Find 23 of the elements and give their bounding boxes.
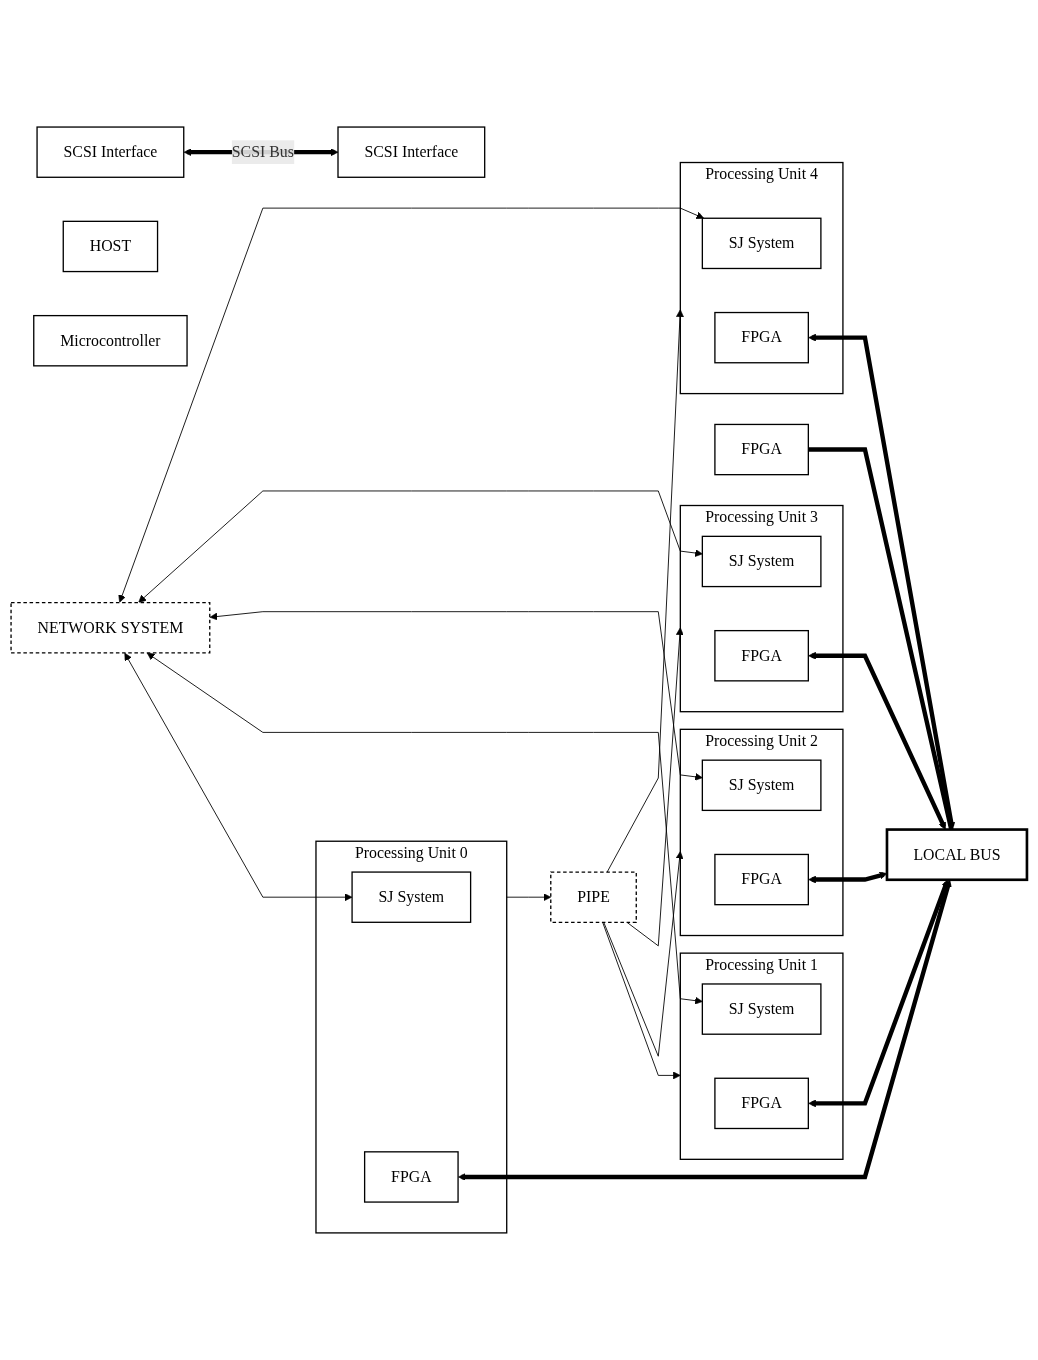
edge-label: SCSI Bus	[231, 142, 294, 161]
node-box: FPGA	[714, 1077, 809, 1130]
node-box: SCSI Interface	[36, 126, 185, 178]
arrow	[808, 651, 946, 830]
node-box: NETWORK SYSTEM	[10, 602, 211, 654]
node-box: PIPE	[550, 871, 637, 923]
node-box: SJ System	[351, 871, 472, 923]
node-box: SJ System	[701, 983, 822, 1035]
node-box: SJ System	[701, 759, 822, 812]
node-box: SCSI Interface	[337, 126, 486, 178]
node-box: LOCAL BUS	[885, 828, 1029, 882]
node-box: FPGA	[363, 1151, 459, 1203]
node-box: SJ System	[701, 217, 822, 270]
node-box: FPGA	[714, 853, 809, 906]
node-box: SJ System	[701, 535, 822, 588]
arrow	[808, 879, 949, 1108]
node-box: Microcontroller	[33, 314, 188, 367]
node-box: HOST	[62, 220, 159, 273]
node-box: FPGA	[714, 630, 809, 682]
arrow	[808, 333, 956, 830]
node-box: FPGA	[714, 423, 809, 476]
node-box: FPGA	[714, 311, 809, 364]
arrow	[458, 879, 952, 1181]
